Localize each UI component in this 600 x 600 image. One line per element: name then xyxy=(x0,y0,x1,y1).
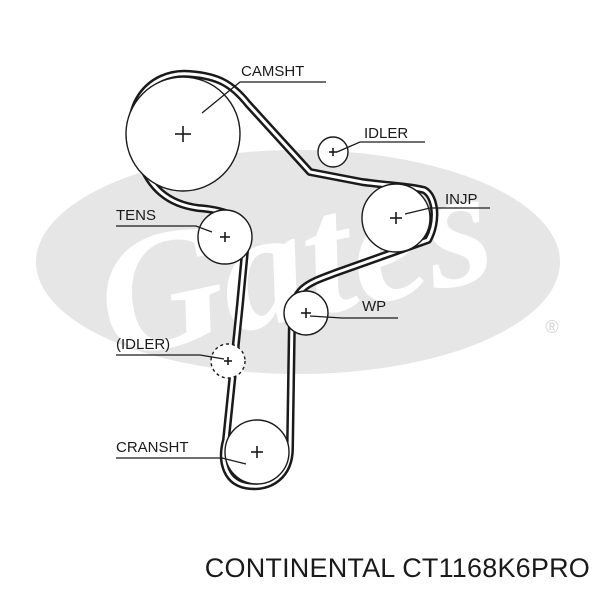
crankshaft-pulley: CRANSHT xyxy=(116,419,290,485)
water-pump-pulley: WP xyxy=(283,290,398,336)
camshaft-leader xyxy=(201,81,326,114)
idler-pulley: IDLER xyxy=(317,125,425,168)
water-pump-leader xyxy=(309,315,398,319)
tensioner-pulley: TENS xyxy=(116,207,253,265)
crankshaft-label: CRANSHT xyxy=(116,439,189,456)
optional-idler-leader xyxy=(116,354,225,360)
idler-leader xyxy=(336,141,425,153)
injection-pump-leader xyxy=(404,207,490,215)
injection-pump-label: INJP xyxy=(445,191,478,208)
camshaft-label: CAMSHT xyxy=(241,63,304,80)
part-number-caption: CONTINENTAL CT1168K6PRO xyxy=(204,553,590,583)
camshaft-pulley: CAMSHT xyxy=(125,63,326,192)
injection-pump-pulley: INJP xyxy=(361,183,490,253)
idler-label: IDLER xyxy=(364,125,408,142)
tensioner-leader xyxy=(116,225,213,233)
crankshaft-leader xyxy=(116,457,247,465)
gates-watermark: Gates ® xyxy=(36,128,560,395)
tensioner-label: TENS xyxy=(116,207,156,224)
optional-idler-label: (IDLER) xyxy=(116,336,170,353)
water-pump-label: WP xyxy=(362,298,386,315)
optional-idler-pulley: (IDLER) xyxy=(116,336,246,379)
watermark-oval xyxy=(36,150,560,374)
registered-mark: ® xyxy=(545,317,558,337)
